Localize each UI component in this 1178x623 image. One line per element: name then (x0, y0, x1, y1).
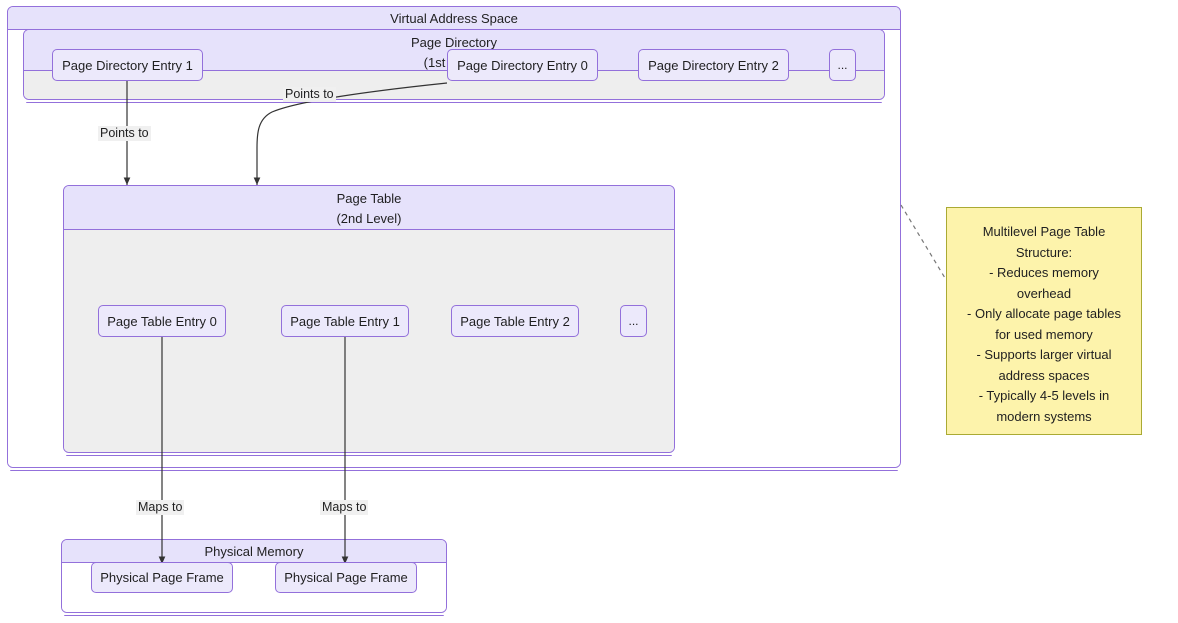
note-line-3: - Reduces memory (989, 265, 1099, 280)
node-page-directory-entry-0[interactable]: Page Directory Entry 0 (447, 49, 598, 81)
node-page-table-entry-1[interactable]: Page Table Entry 1 (281, 305, 409, 337)
node-page-table-entry-0[interactable]: Page Table Entry 0 (98, 305, 226, 337)
note-line-9: - Typically 4-5 levels in (978, 388, 1110, 403)
edge-label-pde1-points-to: Points to (98, 126, 151, 141)
node-page-directory-entry-1[interactable]: Page Directory Entry 1 (52, 49, 203, 81)
note-connector-line (900, 204, 949, 284)
note-line-8: address spaces (998, 367, 1090, 383)
node-label: Page Table Entry 0 (107, 313, 217, 329)
node-page-directory-entry-ellipsis[interactable]: ... (829, 49, 856, 81)
note-multilevel-page-table: Multilevel Page Table Structure: - Reduc… (946, 207, 1142, 435)
page-table-title-line1: Page Table (336, 191, 402, 206)
node-page-table-entry-ellipsis[interactable]: ... (620, 305, 647, 337)
note-line-1: Multilevel Page Table (982, 224, 1106, 239)
node-label: ... (837, 58, 848, 72)
note-line-4: overhead (1016, 285, 1072, 301)
page-table-body (64, 230, 674, 452)
note-line-7: - Supports larger virtual (976, 347, 1112, 362)
virtual-address-space-title: Virtual Address Space (8, 7, 900, 30)
node-physical-page-frame-0[interactable]: Physical Page Frame (91, 562, 233, 593)
page-table-title-line2: (2nd Level) (336, 211, 402, 226)
node-page-directory-entry-2[interactable]: Page Directory Entry 2 (638, 49, 789, 81)
edge-label-pte0-maps-to: Maps to (136, 500, 185, 515)
node-label: Page Directory Entry 1 (62, 57, 193, 73)
node-label: Physical Page Frame (284, 570, 408, 585)
node-label: Page Directory Entry 0 (457, 57, 588, 73)
note-line-2: Structure: (1015, 244, 1073, 260)
node-label: Page Directory Entry 2 (648, 57, 779, 73)
edge-label-pde0-points-to: Points to (283, 87, 336, 102)
edge-label-pte1-maps-to: Maps to (320, 500, 369, 515)
page-table-title: Page Table (2nd Level) (64, 186, 674, 230)
node-physical-page-frame-1[interactable]: Physical Page Frame (275, 562, 417, 593)
note-line-6: for used memory (995, 326, 1093, 342)
node-label: ... (628, 314, 639, 328)
note-line-10: modern systems (996, 408, 1092, 424)
node-label: Page Table Entry 2 (460, 313, 570, 329)
node-label: Page Table Entry 1 (290, 313, 400, 329)
page-directory-title-line1: Page Directory (411, 35, 497, 50)
edge-pde0-to-pagetable (253, 82, 448, 185)
note-line-5: - Only allocate page tables (967, 306, 1121, 321)
physical-memory-title: Physical Memory (62, 540, 446, 563)
node-page-table-entry-2[interactable]: Page Table Entry 2 (451, 305, 579, 337)
node-label: Physical Page Frame (100, 570, 224, 585)
